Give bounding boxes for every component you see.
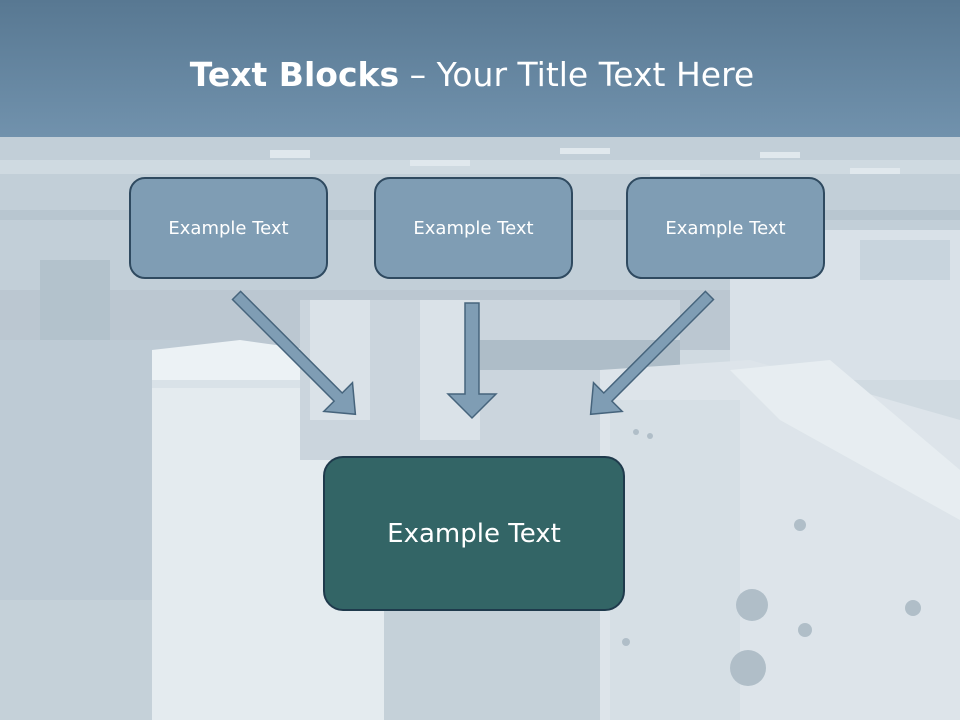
text-block-1-label: Example Text: [168, 217, 289, 239]
main-text-block[interactable]: Example Text: [323, 456, 625, 611]
title-bar: Text Blocks – Your Title Text Here: [0, 0, 960, 137]
title-rest: Your Title Text Here: [436, 55, 755, 94]
title-dash: –: [399, 55, 437, 94]
text-block-3[interactable]: Example Text: [626, 177, 825, 279]
text-block-2[interactable]: Example Text: [374, 177, 573, 279]
main-text-block-label: Example Text: [387, 518, 561, 549]
text-block-2-label: Example Text: [413, 217, 534, 239]
text-block-3-label: Example Text: [665, 217, 786, 239]
arrow-right-diagonal: [589, 290, 715, 416]
slide-title: Text Blocks – Your Title Text Here: [0, 54, 944, 96]
text-block-1[interactable]: Example Text: [129, 177, 328, 279]
arrow-center-down: [446, 302, 498, 420]
title-bold-part: Text Blocks: [189, 55, 400, 94]
arrow-left-diagonal: [231, 290, 357, 416]
